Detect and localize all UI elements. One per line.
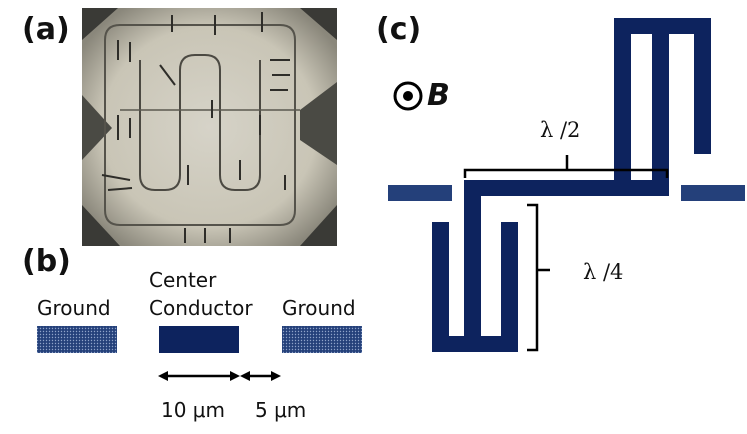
feedline-right (681, 185, 745, 201)
panel-label-c: (c) (376, 12, 422, 47)
feedline-left (388, 185, 452, 201)
quarter-wavelength-bracket (527, 203, 550, 352)
center-width-label: 10 μm (161, 398, 226, 422)
gap-width-label: 5 μm (255, 398, 307, 422)
dimension-arrow-center (158, 371, 240, 381)
magnetic-field-symbol: B (427, 78, 450, 113)
quarter-wavelength-label: λ /4 (583, 260, 624, 284)
panel-label-b: (b) (22, 244, 71, 279)
half-wavelength-bracket (463, 155, 669, 178)
ground-right-label: Ground (282, 296, 356, 320)
ground-plane-left (37, 326, 117, 353)
dimension-arrow-gap (240, 371, 281, 381)
device-micrograph (82, 8, 337, 246)
resonator-conductor (432, 18, 711, 352)
center-label-line2: Conductor (149, 296, 253, 320)
ground-plane-right (282, 326, 362, 353)
center-conductor-strip (159, 326, 239, 353)
ground-left-label: Ground (37, 296, 111, 320)
field-out-of-page-icon (393, 81, 423, 111)
panel-label-a: (a) (22, 12, 70, 47)
center-label-line1: Center (149, 268, 217, 292)
half-wavelength-label: λ /2 (540, 118, 581, 142)
